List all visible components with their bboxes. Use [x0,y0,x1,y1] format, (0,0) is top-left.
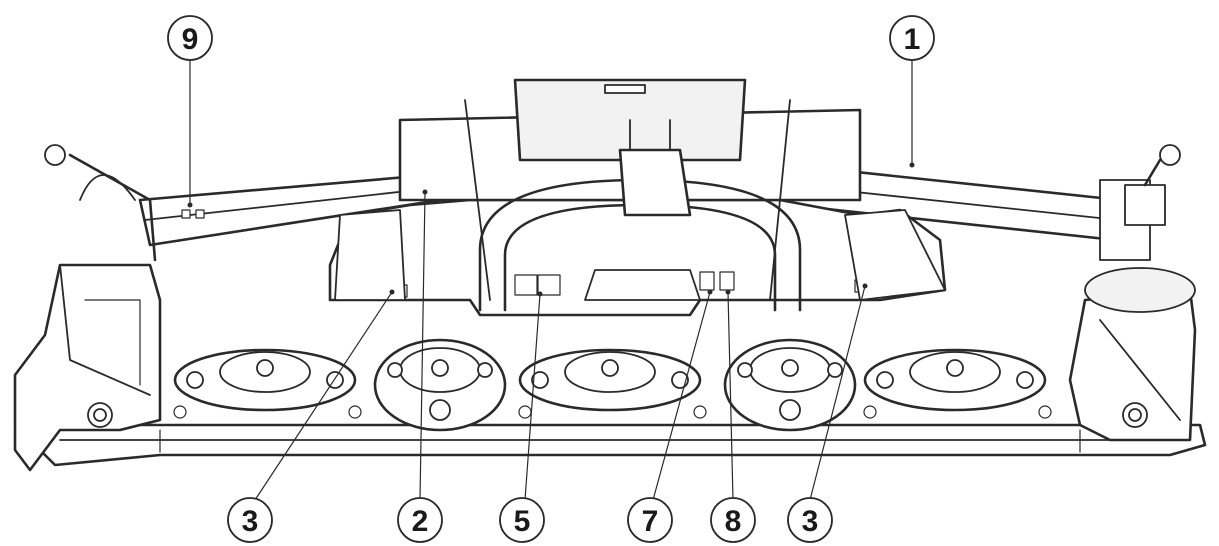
callout-3-left: 3 [227,497,273,543]
right-arm [788,144,1181,261]
disc-2 [373,338,507,432]
bar-bolts [173,405,1052,419]
callout-3-right-label: 3 [802,505,819,538]
callout-7: 7 [627,497,673,543]
callout-5-label: 5 [514,505,531,538]
callout-8: 8 [710,497,756,543]
callout-7-label: 7 [642,505,659,538]
callout-1: 1 [889,15,935,61]
cutter-bar [33,423,1207,467]
disc-3 [518,348,702,412]
callout-2: 2 [397,497,443,543]
central-frame [328,78,947,317]
callout-5: 5 [499,497,545,543]
callout-1-label: 1 [904,23,921,56]
leader-lines [187,57,915,501]
disc-5 [863,348,1047,412]
callout-3-left-label: 3 [242,505,259,538]
callout-2-label: 2 [412,505,429,538]
callout-3-right: 3 [787,497,833,543]
cutting-discs [173,338,1047,432]
callout-8-label: 8 [725,505,742,538]
disc-4 [723,338,857,432]
callout-9: 9 [167,15,213,61]
callout-9-label: 9 [182,23,199,56]
left-end-housing [13,263,162,472]
right-end-housing [1068,267,1197,442]
disc-1 [173,348,357,412]
